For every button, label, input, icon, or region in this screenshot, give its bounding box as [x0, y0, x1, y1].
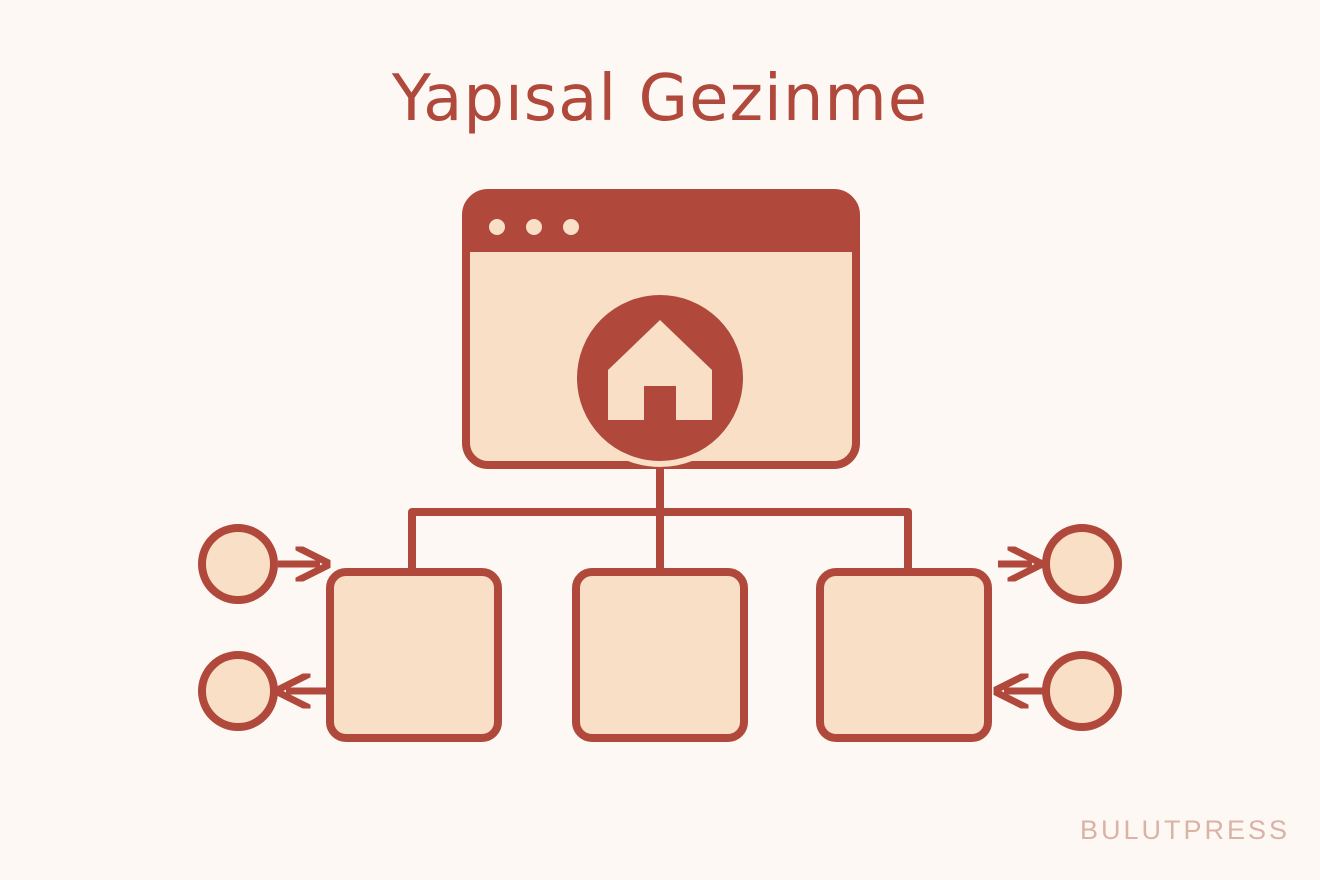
browser-window: [462, 189, 860, 469]
node-left-top: [198, 524, 278, 604]
home-icon: [608, 320, 712, 420]
page-box-right: [816, 568, 992, 742]
node-left-bottom: [198, 651, 278, 731]
node-right-bottom: [1042, 651, 1122, 731]
window-title-bar: [466, 193, 856, 252]
page-title: Yapısal Gezinme: [391, 62, 929, 136]
connector-lines: [408, 455, 912, 572]
window-dots-icon: [489, 219, 579, 235]
brand-watermark: BULUTPRESS: [1079, 815, 1290, 845]
node-right-top: [1042, 524, 1122, 604]
page-box-left: [326, 568, 502, 742]
page-box-center: [572, 568, 748, 742]
